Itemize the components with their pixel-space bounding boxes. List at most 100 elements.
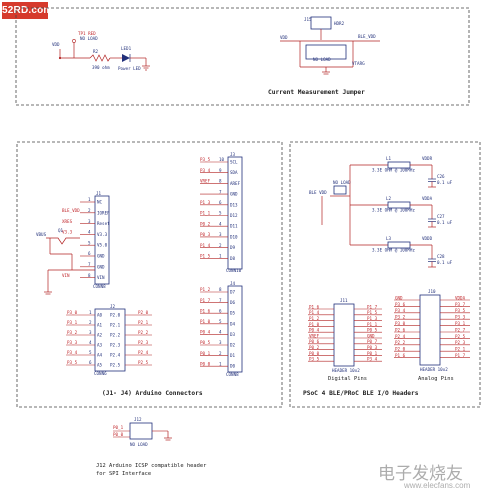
- j1-pin-name: V3.3: [97, 232, 108, 237]
- cap-label: C27: [437, 214, 445, 219]
- j11-pin-net-left: P0_6: [309, 339, 320, 344]
- j3-pin-net: P0_3: [200, 232, 211, 237]
- j4-label: J4: [230, 281, 236, 286]
- j2-pin-net-right: P2_0: [138, 310, 149, 315]
- j4-pin-number: 5: [219, 319, 222, 324]
- j2-pin-number: 4: [89, 340, 92, 345]
- j11-pin-net-left: VREF: [309, 333, 320, 338]
- j1-pin-group: NC1IOREF2BLE_VDDReset3XRESV3.34V3.3V5.05…: [62, 197, 110, 280]
- j4-pin-net: P0_4: [200, 330, 211, 335]
- j1-pin-number: 2: [88, 208, 91, 213]
- vdd2-label: VDD: [280, 35, 288, 40]
- j3-pin-number: 4: [219, 221, 222, 226]
- j3-pin-name: SDA: [230, 170, 238, 175]
- psoc-no-load-part: [333, 185, 347, 195]
- connector-j3: [227, 156, 243, 270]
- j3-pin-name: D10: [230, 234, 238, 239]
- j4-pin-net: P0_1: [200, 351, 211, 356]
- j1-pin-net: BLE_VDD: [62, 208, 80, 213]
- j4-pin-name: D6: [230, 300, 236, 305]
- j4-pin-name: D1: [230, 353, 236, 358]
- j2-pin-net-right: P2_1: [138, 320, 149, 325]
- j1-pin-name: V5.0: [97, 243, 108, 248]
- j3-pin-name: D13: [230, 202, 238, 207]
- j3-pin-number: 2: [219, 243, 222, 248]
- j1-pin-net: V3.3: [62, 230, 73, 235]
- j4-pin-net: P1_0: [200, 319, 211, 324]
- j10-pin-net-right: P3_5: [455, 308, 466, 313]
- psoc-frame: [289, 141, 481, 408]
- j1-pin-number: 3: [88, 219, 91, 224]
- icsp-caption-line2: for SPI Interface: [96, 471, 151, 477]
- j3-pin-net: P0_2: [200, 221, 211, 226]
- j11-pin-net-left: P1_0: [309, 322, 320, 327]
- j4-pin-net: P1_2: [200, 287, 211, 292]
- jumper-no-load: [305, 44, 347, 60]
- psoc-caption: PSoC 4 BLE/PRoC BLE I/O Headers: [303, 390, 419, 397]
- j11-pin-net-left: P1_4: [309, 310, 320, 315]
- ferrite-label: L2: [386, 196, 392, 201]
- connector-j4: [227, 285, 243, 373]
- j4-pin-net: P1_6: [200, 308, 211, 313]
- j4-pin-name: D2: [230, 343, 236, 348]
- j2-pin-net-left: P3_5: [67, 360, 78, 365]
- j10-pin-net-left: P2_6: [395, 327, 406, 332]
- j3-label: J3: [230, 152, 236, 157]
- j2-pin-name: A1: [97, 323, 103, 328]
- j4-pin-name: D3: [230, 332, 236, 337]
- j2-pin-net-right: P2_4: [138, 350, 149, 355]
- j4-pin-name: D7: [230, 290, 236, 295]
- j10-pin-net-left: P2_4: [395, 334, 406, 339]
- j3-pin-number: 7: [219, 189, 222, 194]
- j11-pin-net-left: P0_4: [309, 328, 320, 333]
- j4-pin-name: D5: [230, 311, 236, 316]
- j11-pin-net-right: P0_5: [367, 328, 378, 333]
- header-j10: [419, 294, 441, 366]
- j2-pin-alt: P2.3: [110, 343, 121, 348]
- j4-pin-number: 1: [219, 361, 222, 366]
- j3-pin-net: P1_4: [200, 243, 211, 248]
- j11-pin-net-left: P0_0: [309, 351, 320, 356]
- cap-value: 0.1 uF: [437, 260, 453, 265]
- j10-pin-net-right: P3_7: [455, 302, 466, 307]
- j2-pin-name: A2: [97, 333, 103, 338]
- j2-pin-name: A4: [97, 353, 103, 358]
- j3-pin-number: 6: [219, 200, 222, 205]
- tp1-label: TP1 RED: [78, 31, 96, 36]
- j2-pin-name: A3: [97, 343, 103, 348]
- r2-value: 390 ohm: [92, 65, 110, 70]
- j1-pin-net: VIN: [62, 273, 70, 278]
- j2-pin-number: 1: [89, 310, 92, 315]
- j4-pin-number: 8: [219, 287, 222, 292]
- j1-pin-number: 7: [88, 262, 91, 267]
- j3-pin-net: VREF: [200, 179, 211, 184]
- j1-pin-name: GND: [97, 264, 105, 269]
- j4-pin-net: P0_0: [200, 361, 211, 366]
- j4-pin-net: P0_5: [200, 340, 211, 345]
- j1-pin-name: VIN: [97, 275, 105, 280]
- j2-pin-net-left: P3_0: [67, 310, 78, 315]
- ferrite-value: 3.3E OHM @ 100MHz: [372, 168, 415, 173]
- j3-conn-label: CONN10: [226, 268, 242, 273]
- j2-pin-net-right: P2_5: [138, 360, 149, 365]
- cap-label: C26: [437, 174, 445, 179]
- j2-pin-net-left: P3_1: [67, 320, 78, 325]
- j11-caption: Digital Pins: [328, 376, 367, 382]
- arduino-frame: [16, 141, 283, 408]
- j3-pin-name: D8: [230, 256, 236, 261]
- j10-pin-net-left: P3_2: [395, 315, 406, 320]
- j11-pin-net-right: P1_3: [367, 316, 378, 321]
- j1-pin-number: 4: [88, 230, 91, 235]
- j11-pin-net-left: P1_6: [309, 304, 320, 309]
- j10-pin-net-right: P1_7: [455, 353, 466, 358]
- j2-label: J2: [110, 304, 116, 309]
- j11-pin-net-right: P1_7: [367, 304, 378, 309]
- j3-pin-number: 8: [219, 179, 222, 184]
- j2-pin-name: A5: [97, 363, 103, 368]
- j2-pin-number: 5: [89, 350, 92, 355]
- j10-pin-net-left: P3_0: [395, 321, 406, 326]
- site-logo: 52RD.com: [2, 2, 52, 19]
